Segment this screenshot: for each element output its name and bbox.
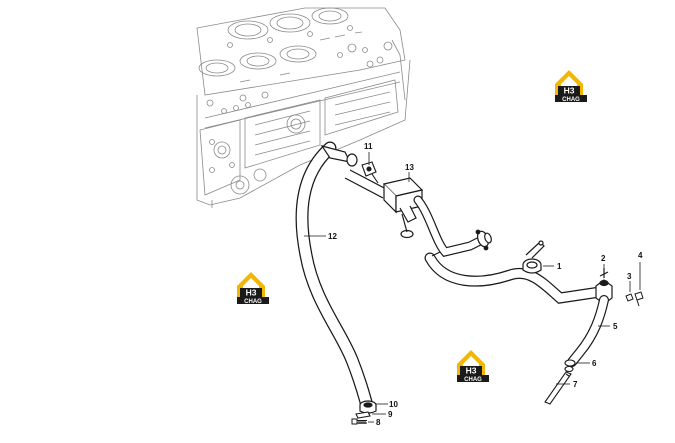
callout-11: 11 [364,142,373,151]
part-12-tube [295,141,373,409]
part-7-dipstick [544,371,572,405]
leader-lines [304,152,641,423]
part-9-washer [355,411,371,419]
callout-labels: 1 2 3 4 5 6 7 8 9 10 11 12 13 [328,142,643,427]
part-6-seal [564,359,576,373]
svg-text:CHAG: CHAG [562,97,580,103]
callout-7: 7 [573,380,578,389]
callout-3: 3 [627,272,632,281]
callout-12: 12 [328,232,337,241]
h3-chag-logo: H3 CHAG [555,70,587,103]
callout-2: 2 [601,254,606,263]
part-3-nut [625,293,634,302]
callout-4: 4 [638,251,643,260]
h3-chag-logo: H3 CHAG [457,350,489,383]
callout-10: 10 [389,400,398,409]
callout-1: 1 [557,262,562,271]
callout-8: 8 [376,418,381,427]
svg-text:H3: H3 [564,86,575,96]
svg-text:CHAG: CHAG [244,299,262,305]
callout-13: 13 [405,163,414,172]
part-11-clamp [361,161,379,184]
part-10-fitting [359,400,377,414]
main-pipe [424,251,606,304]
svg-text:H3: H3 [246,288,257,298]
part-1-cap [522,240,545,274]
engine-block [196,7,411,208]
part-4-screw [634,291,644,307]
callout-9: 9 [388,410,393,419]
callout-6: 6 [592,359,597,368]
part-13-separator [344,169,492,258]
part-8-screw [351,418,367,425]
svg-text:CHAG: CHAG [464,377,482,383]
svg-text:H3: H3 [466,366,477,376]
h3-chag-logo: H3 CHAG [237,272,269,305]
callout-5: 5 [613,322,618,331]
part-5-guide-tube [567,295,609,367]
